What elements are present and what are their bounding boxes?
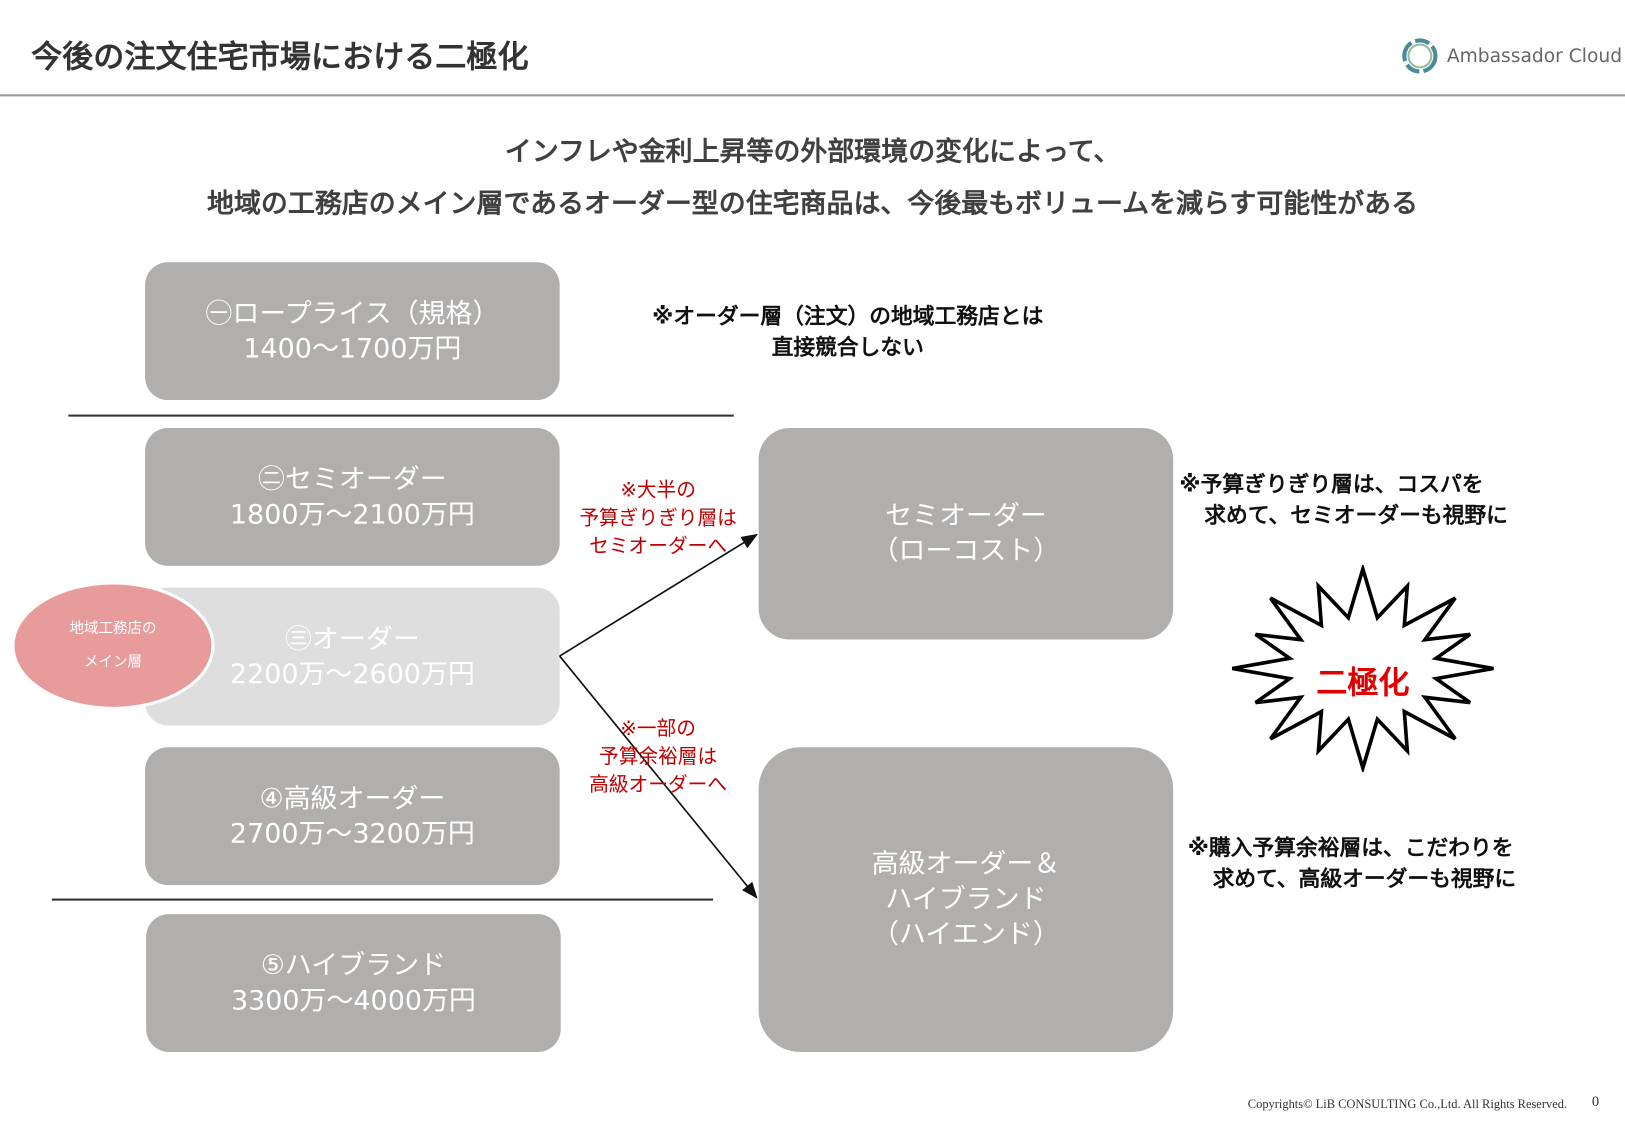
page-title: 今後の注文住宅市場における二極化 (31, 39, 529, 76)
note-line: ※予算ぎりぎり層は、コスパを (1179, 471, 1484, 497)
tier-price: 1400～1700万円 (243, 333, 462, 365)
tier-premium-order: ④高級オーダー 2700万～3200万円 (145, 747, 560, 886)
divider-line (68, 414, 734, 417)
note-line: 直接競合しない (771, 334, 924, 360)
tier-semi-order: ㊁セミオーダー 1800万～2100万円 (145, 428, 560, 566)
lead-line-2: 地域の工務店のメイン層であるオーダー型の住宅商品は、今後最もボリュームを減らす可… (207, 188, 1419, 220)
note-line: ※一部の (620, 717, 696, 740)
tier-label: ㊀ロープライス（規格） (205, 297, 500, 330)
note-line: 求めて、セミオーダーも視野に (1204, 502, 1508, 528)
target-high-end: 高級オーダー＆ ハイブランド （ハイエンド） (758, 747, 1174, 1052)
polarization-label: 二極化 (1316, 665, 1410, 702)
note-line: ※大半の (620, 478, 696, 502)
tier-order: ㊂オーダー 2200万～2600万円 (145, 587, 560, 726)
target-line: セミオーダー (885, 500, 1047, 532)
target-line: 高級オーダー＆ (871, 848, 1061, 880)
lead-line-1: インフレや金利上昇等の外部環境の変化によって、 (504, 136, 1121, 168)
logo: Ambassador Cloud (1399, 35, 1622, 76)
note-line: ※オーダー層（注文）の地域工務店とは (652, 303, 1044, 329)
header-divider (0, 94, 1625, 97)
note-line: 予算ぎりぎり層は (579, 506, 737, 530)
target-line: （ローコスト） (871, 535, 1061, 567)
note-semi-order: ※予算ぎりぎり層は、コスパを 求めて、セミオーダーも視野に (1179, 468, 1507, 530)
note-high-end: ※購入予算余裕層は、こだわりを 求めて、高級オーダーも視野に (1188, 832, 1516, 894)
target-line: ハイブランド (885, 884, 1047, 916)
tier-low-price: ㊀ロープライス（規格） 1400～1700万円 (145, 262, 560, 401)
tier-label: ㊂オーダー (284, 623, 420, 655)
oval-line: メイン層 (83, 653, 142, 671)
logo-ring-icon (1402, 38, 1438, 74)
tier-price: 2700万～3200万円 (229, 818, 475, 850)
oval-line: 地域工務店の (69, 620, 157, 638)
arrow-down-note: ※一部の 予算余裕層は 高級オーダーへ (565, 715, 752, 799)
copyright: Copyrights© LiB CONSULTING Co.,Ltd. All … (1247, 1096, 1568, 1112)
arrow-to-semi-order (559, 533, 758, 657)
note-line: 高級オーダーへ (589, 773, 728, 796)
page-number: 0 (1591, 1094, 1600, 1110)
arrow-to-high-end (559, 655, 758, 899)
tier-price: 2200万～2600万円 (229, 658, 475, 690)
note-line: ※購入予算余裕層は、こだわりを (1187, 835, 1514, 861)
tier-label: ④高級オーダー (259, 783, 446, 815)
note-line: セミオーダーへ (589, 534, 728, 558)
note-line: 求めて、高級オーダーも視野に (1212, 866, 1517, 892)
note-low-price: ※オーダー層（注文）の地域工務店とは 直接競合しない (620, 301, 1076, 363)
target-semi-order: セミオーダー （ローコスト） (758, 428, 1174, 640)
main-layer-oval: 地域工務店の メイン層 (11, 581, 215, 710)
logo-text: Ambassador Cloud (1446, 45, 1623, 67)
target-line: （ハイエンド） (872, 919, 1060, 951)
divider-line (51, 898, 714, 901)
tier-high-brand: ⑤ハイブランド 3300万～4000万円 (146, 914, 561, 1052)
tier-price: 3300万～4000万円 (230, 985, 476, 1017)
note-line: 予算余裕層は (599, 745, 718, 768)
starburst-icon (1231, 564, 1494, 773)
tier-label: ㊁セミオーダー (258, 463, 447, 495)
tier-price: 1800万～2100万円 (229, 499, 475, 531)
arrow-up-note: ※大半の 予算ぎりぎり層は セミオーダーへ (565, 477, 752, 561)
tier-label: ⑤ハイブランド (260, 949, 447, 981)
